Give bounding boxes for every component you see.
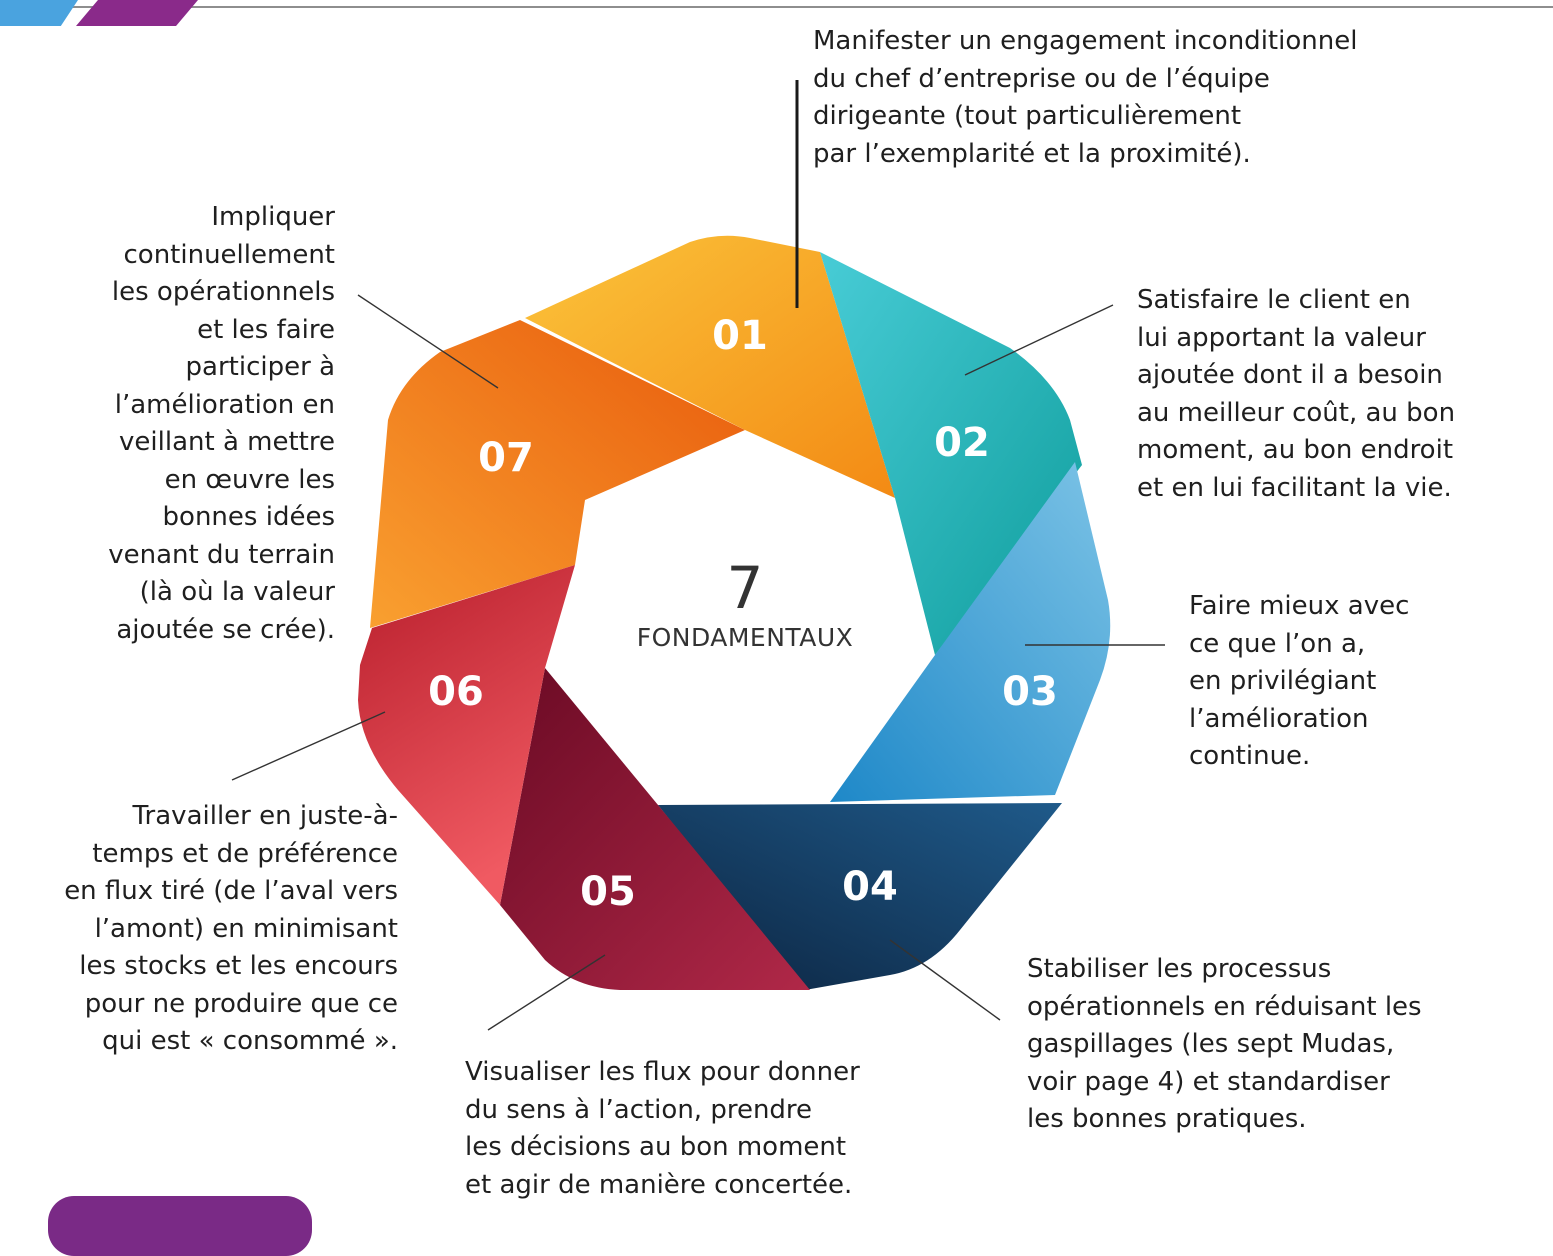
segment-number-01: 01 <box>712 313 768 359</box>
segment-04 <box>658 803 1062 990</box>
text-05: Visualiser les flux pour donner du sens … <box>465 1057 860 1200</box>
segment-03 <box>830 462 1111 802</box>
text-07: Impliquer continuellement les opérationn… <box>108 202 335 645</box>
leader-04 <box>889 939 1001 1021</box>
segment-number-05: 05 <box>580 869 636 915</box>
leader-02 <box>964 304 1114 376</box>
heptagon-diagram: 01 02 03 04 05 06 07 <box>231 80 1165 1031</box>
text-02: Satisfaire le client en lui apportant la… <box>1137 285 1456 503</box>
text-01: Manifester un engagement inconditionnel … <box>813 26 1358 169</box>
header-tab-purple <box>76 0 198 26</box>
leader-07 <box>357 294 499 389</box>
segment-number-06: 06 <box>428 669 484 715</box>
text-04: Stabiliser les processus opérationnels e… <box>1027 954 1422 1134</box>
segment-number-04: 04 <box>842 864 898 910</box>
leader-06 <box>231 711 386 781</box>
segment-05 <box>500 668 810 990</box>
center-number: 7 <box>726 554 764 622</box>
text-03: Faire mieux avec ce que l’on a, en privi… <box>1189 591 1410 771</box>
segment-02 <box>820 252 1082 655</box>
text-06: Travailler en juste-à- temps et de préfé… <box>64 801 398 1056</box>
footer-badge <box>48 1196 312 1256</box>
center-label: FONDAMENTAUX <box>636 623 854 652</box>
segment-06 <box>358 565 575 905</box>
segment-07 <box>370 320 745 628</box>
segment-number-03: 03 <box>1002 669 1058 715</box>
segment-01 <box>525 235 895 498</box>
leader-05 <box>487 954 606 1031</box>
top-rule <box>0 6 1553 8</box>
segment-number-02: 02 <box>934 420 990 466</box>
segment-number-07: 07 <box>478 435 534 481</box>
